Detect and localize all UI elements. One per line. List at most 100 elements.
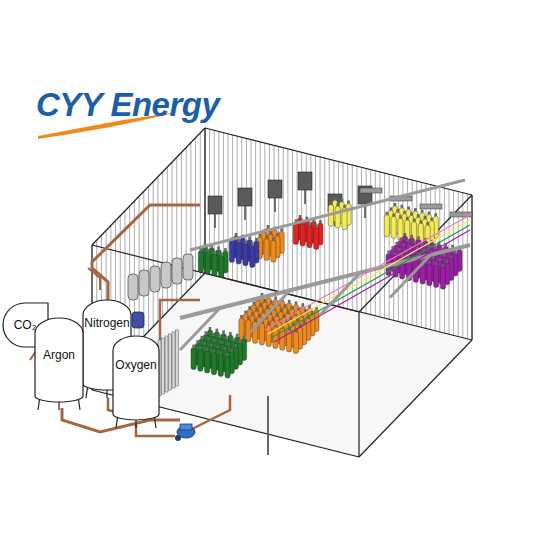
cylinder-valve [209, 327, 212, 330]
cylinder-valve [407, 206, 410, 209]
cylinder-valve [406, 217, 409, 220]
cylinder-valve [201, 336, 204, 339]
vaporizer-fin [176, 330, 179, 386]
cylinder-valve [387, 251, 390, 254]
cylinder-valve [434, 246, 437, 249]
vaporizer-fin [165, 336, 168, 392]
storage-tank: Argon [34, 318, 84, 410]
manifold-panel [298, 172, 312, 190]
cylinder-valve [401, 205, 404, 208]
support-post [267, 396, 269, 455]
cylinder-valve [396, 209, 399, 212]
gas-cylinder [250, 246, 255, 268]
cylinder-valve [402, 244, 405, 247]
cylinder-valve [217, 345, 220, 348]
pipework [30, 205, 230, 436]
wall-hatch [195, 138, 196, 283]
wall-hatch [384, 173, 385, 318]
cylinder-valve [265, 236, 268, 239]
cylinder-valve [410, 213, 413, 216]
cylinder-valve [270, 301, 273, 304]
storage-cylinder [183, 254, 193, 280]
gas-cylinder [205, 252, 210, 274]
manifold-pipe [214, 214, 216, 228]
cylinder-valve [235, 344, 238, 347]
wall-hatch [153, 182, 154, 327]
cylinder-valve [398, 248, 401, 251]
cylinder-valve [319, 220, 322, 223]
cylinder-valve [450, 255, 453, 258]
gas-cylinder [198, 349, 203, 371]
cylinder-valve [213, 251, 216, 254]
cylinder-valve [259, 304, 262, 307]
gas-line [265, 215, 470, 330]
building-edge [358, 312, 359, 457]
storage-tank: Oxygen [112, 336, 160, 428]
cylinder-valve [396, 242, 399, 245]
wall-hatch [379, 172, 380, 317]
cylinder-valve [192, 345, 195, 348]
cylinder-valve [435, 213, 438, 216]
gas-cylinder [218, 354, 223, 376]
cylinder-valve [413, 219, 416, 222]
building [92, 128, 472, 457]
cylinder-valve [224, 347, 227, 350]
gas-cylinder [243, 244, 248, 266]
storage-cylinder [172, 258, 182, 284]
cylinder-valve [417, 214, 420, 217]
gas-cylinder [384, 215, 389, 237]
cross-rail [180, 308, 220, 350]
cylinder-valve [220, 253, 223, 256]
tank-leg [58, 402, 59, 410]
cylinder-valve [411, 235, 414, 238]
company-logo: CYY Energy [36, 86, 219, 124]
wall-hatch [264, 143, 265, 288]
gas-cylinder [427, 264, 432, 286]
storage-cylinder [150, 266, 160, 292]
tank-body [113, 336, 159, 420]
manifold-panel [360, 188, 382, 193]
tank-outline [34, 318, 84, 410]
wall-hatch [167, 167, 168, 312]
manifold-panel [268, 180, 282, 198]
floor [92, 273, 472, 457]
cylinder-valve [263, 299, 266, 302]
cylinder-valve [315, 225, 318, 228]
cylinder-valve [343, 205, 346, 208]
cylinder-valve [308, 223, 311, 226]
cylinder-valve [276, 313, 279, 316]
cylinder-valve [239, 340, 242, 343]
cylinder-valve [443, 254, 446, 257]
wall-hatch [260, 142, 261, 287]
cylinder-valve [403, 211, 406, 214]
cylinder-valve [287, 310, 290, 313]
cylinder-valve [413, 241, 416, 244]
building-edge [359, 195, 472, 312]
gas-cylinder [307, 226, 312, 248]
wall-hatch [389, 174, 390, 319]
cylinder-valve [255, 238, 258, 241]
cylinder-valve [347, 200, 350, 203]
gas-cylinder [398, 218, 403, 240]
cylinder-valve [213, 350, 216, 353]
cylinder-valve [266, 305, 269, 308]
cylinder-valve [417, 236, 420, 239]
gas-cylinder [236, 242, 241, 264]
wall-hatch [338, 162, 339, 307]
cylinder-valve [430, 218, 433, 221]
cylinder-valve [199, 346, 202, 349]
cylinder-valve [432, 256, 435, 259]
cylinder-valve [228, 343, 231, 346]
cylinder-valve [232, 338, 235, 341]
wall-hatch [278, 146, 279, 291]
cross-rail [390, 256, 430, 298]
wall-hatch [172, 162, 173, 307]
tank-label: Oxygen [112, 358, 160, 372]
cylinder-valve [247, 317, 250, 320]
cylinder-valve [230, 349, 233, 352]
cylinder-valve [454, 251, 457, 254]
gas-cylinder [211, 353, 216, 375]
cylinder-valve [394, 203, 397, 206]
manifold-panel [208, 196, 222, 214]
